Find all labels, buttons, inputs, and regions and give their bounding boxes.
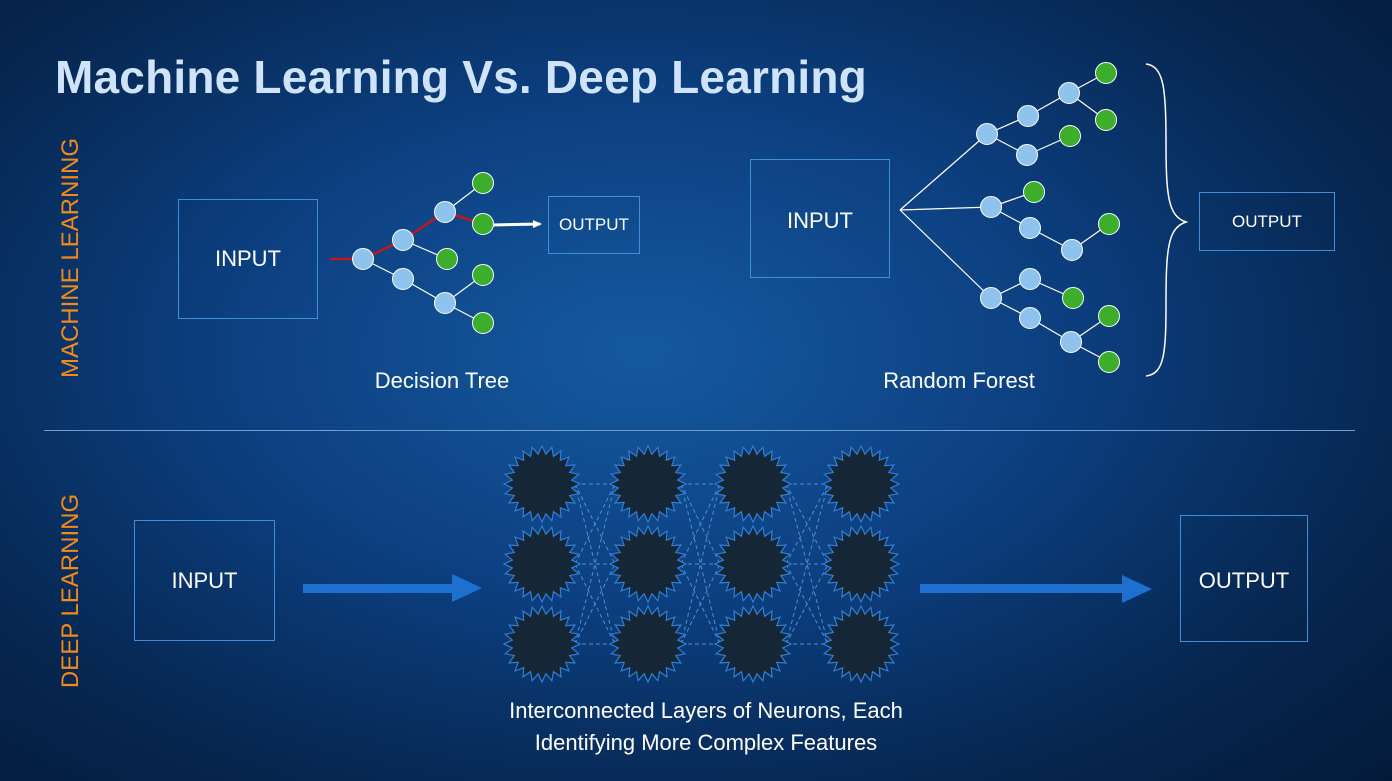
- decision-tree-caption: Decision Tree: [374, 368, 510, 393]
- leaf-node: [1059, 125, 1081, 147]
- decision-node: [392, 268, 414, 290]
- random-forest-output-label: OUTPUT: [1232, 211, 1302, 231]
- neuron: [713, 444, 793, 524]
- neuron-connection: [574, 563, 616, 645]
- random-forest-nodes: [976, 62, 1120, 373]
- decision-node: [352, 248, 374, 270]
- decision-node: [980, 287, 1002, 309]
- neural-network-caption-line-2: Identifying More Complex Features: [534, 730, 878, 755]
- leaf-node: [436, 248, 458, 270]
- leaf-node: [1098, 305, 1120, 327]
- decision-tree-input-label: INPUT: [215, 246, 281, 271]
- forest-input-edge: [899, 133, 988, 211]
- forest-input-edge: [899, 206, 992, 211]
- neuron: [502, 444, 582, 524]
- decision-node: [1058, 82, 1080, 104]
- neuron: [713, 524, 793, 604]
- decision-tree-output-label: OUTPUT: [559, 215, 629, 234]
- neuron: [821, 604, 901, 684]
- input-to-network-arrow: [303, 574, 482, 602]
- decision-node: [1017, 105, 1039, 127]
- neuron: [502, 604, 582, 684]
- deep-learning-input-box: INPUT: [134, 520, 275, 641]
- network-to-output-arrow: [920, 575, 1152, 603]
- decision-node: [1016, 144, 1038, 166]
- neuron: [502, 524, 582, 604]
- leaf-node: [1023, 181, 1045, 203]
- decision-tree-output-box: OUTPUT: [548, 196, 640, 254]
- slide-title: Machine Learning Vs. Deep Learning: [55, 51, 867, 103]
- section-divider: [44, 430, 1355, 431]
- neuron: [608, 604, 688, 684]
- neuron-connection: [785, 563, 829, 645]
- forest-brace: [1145, 63, 1189, 377]
- decision-node: [976, 123, 998, 145]
- neuron-connection: [785, 483, 829, 565]
- decision-node: [434, 292, 456, 314]
- leaf-node: [472, 264, 494, 286]
- decision-node: [1019, 268, 1041, 290]
- neuron-connection: [574, 483, 616, 565]
- decision-tree-edges: [330, 182, 484, 324]
- decision-node: [434, 201, 456, 223]
- deep-learning-input-label: INPUT: [171, 567, 238, 593]
- forest-input-edge: [899, 209, 992, 299]
- decision-node: [1019, 217, 1041, 239]
- leaf-node: [472, 312, 494, 334]
- decision-node: [392, 229, 414, 251]
- leaf-node: [1095, 109, 1117, 131]
- neuron-connection: [680, 563, 721, 645]
- neuron: [713, 604, 793, 684]
- random-forest-input-label: INPUT: [787, 208, 853, 233]
- leaf-node: [472, 213, 494, 235]
- neuron: [608, 444, 688, 524]
- leaf-node: [1062, 287, 1084, 309]
- neural-network-neurons: [502, 444, 901, 684]
- leaf-node: [1095, 62, 1117, 84]
- random-forest-edges: [899, 72, 1110, 363]
- decision-tree-nodes: [352, 172, 494, 334]
- neural-network-caption: Interconnected Layers of Neurons, Each I…: [509, 695, 903, 759]
- random-forest-output-box: OUTPUT: [1199, 192, 1335, 251]
- random-forest-input-box: INPUT: [750, 159, 890, 278]
- neural-network-connections: [574, 483, 829, 645]
- decision-tree-input-box: INPUT: [178, 199, 318, 319]
- neuron: [821, 444, 901, 524]
- neuron: [608, 524, 688, 604]
- random-forest-caption: Random Forest: [883, 368, 1035, 393]
- decision-node: [1060, 331, 1082, 353]
- decision-output-arrow: [492, 220, 542, 229]
- deep-learning-output-box: OUTPUT: [1180, 515, 1308, 642]
- decision-node: [1061, 239, 1083, 261]
- neuron: [821, 524, 901, 604]
- neural-network-caption-line-1: Interconnected Layers of Neurons, Each: [509, 698, 903, 723]
- leaf-node: [1098, 213, 1120, 235]
- leaf-node: [1098, 351, 1120, 373]
- leaf-node: [472, 172, 494, 194]
- neuron-connection: [680, 483, 721, 565]
- decision-node: [1019, 307, 1041, 329]
- decision-node: [980, 196, 1002, 218]
- deep-learning-output-label: OUTPUT: [1198, 568, 1290, 593]
